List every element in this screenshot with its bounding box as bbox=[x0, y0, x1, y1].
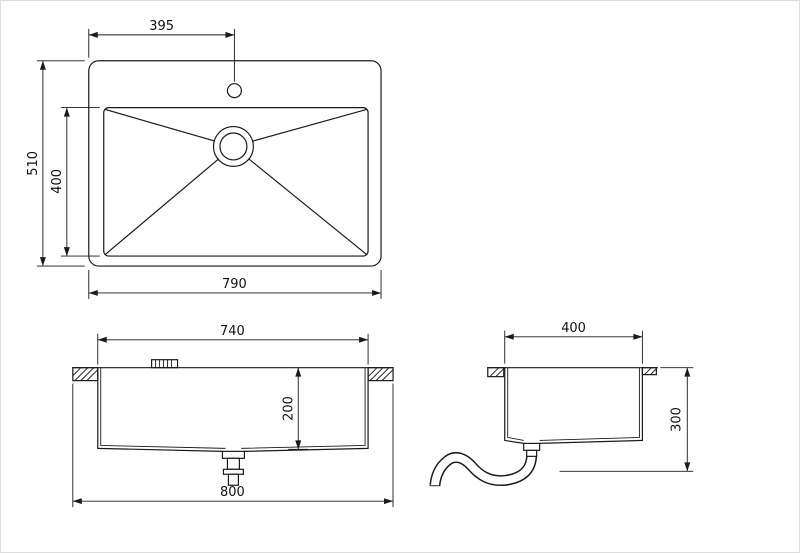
arrowhead bbox=[39, 257, 46, 267]
arrowhead bbox=[88, 289, 98, 296]
arrowhead bbox=[63, 247, 70, 257]
faucet-deck-block bbox=[151, 359, 179, 369]
drain-nut bbox=[526, 449, 538, 457]
dim-side-overall-height: 300 bbox=[559, 367, 694, 472]
sink-bowl-edge bbox=[103, 107, 369, 257]
arrowhead bbox=[225, 31, 235, 38]
right-hatch bbox=[367, 367, 394, 381]
dim-top-bowl-depth: 400 bbox=[50, 107, 100, 257]
drain-flange bbox=[222, 468, 244, 475]
drain-inner-circle bbox=[219, 132, 248, 161]
dim-label-400-side: 400 bbox=[561, 321, 586, 336]
faucet-hole bbox=[226, 83, 242, 99]
dim-label-400: 400 bbox=[50, 169, 65, 194]
arrowhead bbox=[295, 440, 302, 450]
bowl-slope-lines bbox=[104, 108, 367, 255]
top-view bbox=[88, 60, 382, 267]
left-hatch bbox=[72, 367, 99, 381]
left-hatch bbox=[489, 367, 505, 377]
dim-label-790: 790 bbox=[222, 277, 247, 292]
drain-tailpiece bbox=[227, 473, 240, 486]
arrowhead bbox=[684, 462, 691, 472]
dim-top-faucet-offset: 395 bbox=[88, 19, 235, 82]
arrowhead bbox=[295, 367, 302, 377]
left-mount-block bbox=[487, 367, 505, 378]
dim-front-overall-width: 800 bbox=[72, 383, 394, 508]
faucet-deck-hatch bbox=[155, 359, 173, 368]
drain-strainer bbox=[523, 442, 541, 451]
arrowhead bbox=[504, 333, 514, 340]
dim-front-bowl-depth: 200 bbox=[281, 367, 309, 450]
dim-label-300: 300 bbox=[669, 407, 684, 432]
dim-label-510: 510 bbox=[26, 151, 41, 176]
dim-label-800: 800 bbox=[220, 485, 245, 500]
bowl-outer-wall bbox=[504, 367, 643, 445]
dim-label-200: 200 bbox=[281, 396, 296, 421]
dim-front-bowl-width: 740 bbox=[97, 324, 369, 365]
arrowhead bbox=[633, 333, 643, 340]
bowl-inner-wall bbox=[507, 367, 640, 441]
drain-strainer bbox=[221, 450, 245, 459]
sink-outer-rim bbox=[88, 60, 382, 267]
dim-label-740: 740 bbox=[220, 324, 245, 339]
arrowhead bbox=[39, 60, 46, 70]
arrowhead bbox=[63, 107, 70, 117]
dim-top-overall-depth: 510 bbox=[26, 60, 85, 267]
arrowhead bbox=[372, 289, 382, 296]
arrowhead bbox=[72, 498, 82, 505]
arrowhead bbox=[97, 336, 107, 343]
drain-body bbox=[226, 457, 241, 470]
right-hatch bbox=[644, 367, 657, 375]
bowl-outer-wall bbox=[97, 367, 369, 452]
trap-pipe-fill bbox=[430, 453, 536, 486]
arrowhead bbox=[359, 336, 369, 343]
arrowhead bbox=[384, 498, 394, 505]
arrowhead bbox=[684, 367, 691, 377]
bowl-inner-wall bbox=[100, 367, 366, 449]
dim-side-bowl-width: 400 bbox=[504, 321, 643, 364]
arrowhead bbox=[88, 31, 98, 38]
front-view bbox=[72, 359, 394, 486]
dim-top-overall-width: 790 bbox=[88, 270, 382, 299]
side-view bbox=[429, 367, 658, 487]
dim-label-395: 395 bbox=[149, 19, 174, 34]
